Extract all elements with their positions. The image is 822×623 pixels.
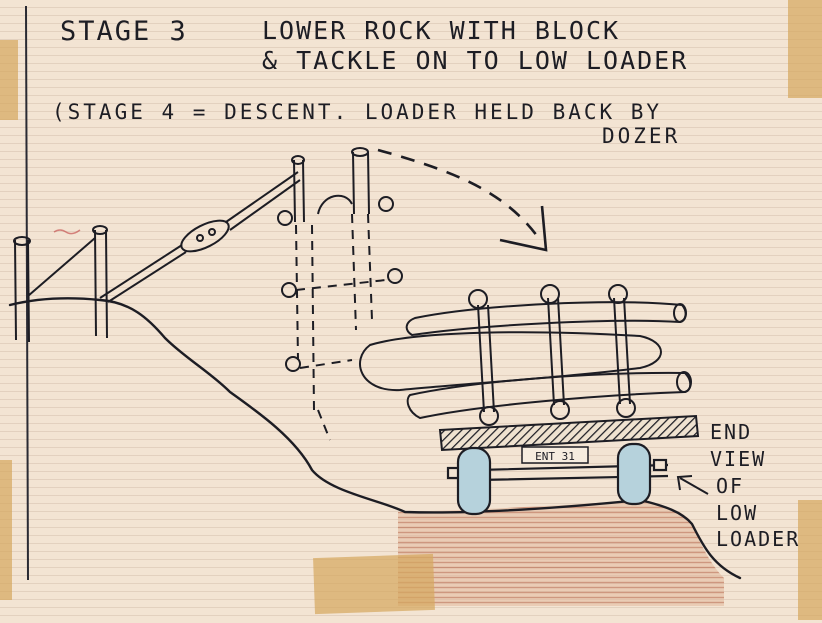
tape-left-bottom (0, 460, 12, 600)
stage-title: STAGE 3 (60, 16, 188, 47)
ground-shading (398, 500, 724, 606)
red-mark (53, 229, 81, 235)
pointer-arrow (679, 477, 709, 495)
tape-left-top (0, 40, 18, 120)
block-and-tackle (99, 171, 301, 303)
caption-line: LOW (716, 501, 759, 525)
dashed-rings (281, 268, 403, 372)
tape-right (798, 500, 822, 620)
stage4-note-line2: DOZER (602, 124, 681, 148)
swing-arrow (377, 148, 542, 241)
number-plate: ENT 31 (535, 450, 575, 463)
caption-line: OF (716, 474, 745, 498)
margin-line (25, 5, 29, 581)
stage4-note-line1: (STAGE 4 = DESCENT. LOADER HELD BACK BY (52, 100, 663, 124)
anchor-posts (13, 225, 108, 343)
tape-top-right (788, 0, 822, 98)
caption-line: VIEW (710, 447, 767, 471)
arrow-head-icon (499, 205, 548, 252)
stage-description-line1: LOWER ROCK WITH BLOCK (262, 16, 621, 45)
loader-wheels (446, 442, 669, 516)
pointer-arrow-head-icon (676, 475, 693, 491)
number-plate-box (521, 446, 589, 464)
cliff-edge (8, 297, 742, 580)
rock-load (359, 301, 692, 420)
tape-bottom (313, 553, 435, 615)
load-stakes (468, 284, 636, 426)
dashed-descent (295, 213, 387, 441)
crane-posts (277, 147, 394, 226)
caption-line: LOADER (716, 527, 801, 551)
loader-deck (438, 414, 700, 452)
stage-description-line2: & TACKLE ON TO LOW LOADER (262, 46, 689, 75)
caption-line: END (710, 420, 753, 444)
